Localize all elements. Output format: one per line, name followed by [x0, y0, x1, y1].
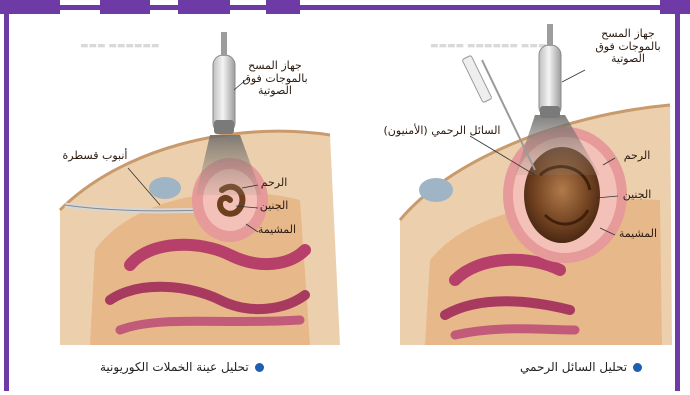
right-fluid-label: السائل الرحمي (الأمنيون)	[372, 125, 512, 138]
bullet-dot-icon	[633, 363, 642, 372]
right-placenta-label: المشيمة	[610, 228, 666, 241]
left-caption: تحليل عينة الخملات الكوريونية	[100, 360, 264, 374]
right-caption: تحليل السائل الرحمي	[520, 360, 642, 374]
ultrasound-probe-icon	[539, 24, 561, 118]
bullet-dot-icon	[255, 363, 264, 372]
right-illustration	[400, 24, 672, 345]
left-caption-text: تحليل عينة الخملات الكوريونية	[100, 360, 249, 374]
left-placenta-label: المشيمة	[252, 224, 302, 237]
left-uterus-label: الرحم	[252, 177, 296, 190]
right-fetus-label: الجنين	[612, 189, 662, 202]
left-probe-label: جهاز المسح بالموجات فوق الصوتية	[240, 60, 310, 98]
left-fetus-label: الجنين	[252, 200, 296, 213]
right-uterus-label: الرحم	[612, 150, 662, 163]
ultrasound-probe-icon	[213, 32, 235, 134]
left-catheter-label: أنبوب قسطرة	[62, 150, 128, 163]
right-probe-label: جهاز المسح بالموجات فوق الصوتية	[582, 28, 674, 66]
right-caption-text: تحليل السائل الرحمي	[520, 360, 627, 374]
